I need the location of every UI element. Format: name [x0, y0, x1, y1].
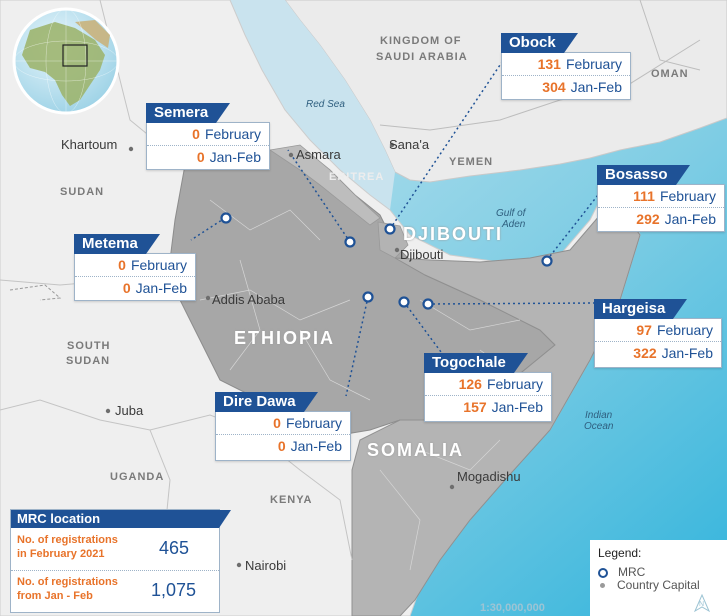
city-label-khartoum: Khartoum — [61, 137, 118, 152]
janfeb-count: 0 — [196, 149, 205, 165]
country-label-somalia: SOMALIA — [367, 440, 464, 460]
country-label-djibouti: DJIBOUTI — [403, 224, 504, 244]
feb-count: 0 — [273, 415, 281, 431]
feb-count: 111 — [633, 188, 655, 204]
city-label-djibouti: Djibouti — [400, 247, 444, 262]
city-label-mogadishu: Mogadishu — [457, 469, 521, 484]
janfeb-count: 292 — [636, 211, 660, 227]
summary-box: MRC location No. of registrations in Feb… — [10, 509, 231, 613]
water-label-red-sea: Red Sea — [306, 99, 345, 110]
feb-count: 126 — [458, 376, 482, 392]
callout-title: Dire Dawa — [215, 392, 318, 412]
mrc-marker-dire-dawa — [362, 291, 374, 303]
water-label-gulf-aden-1: Gulf of — [496, 208, 526, 219]
janfeb-count: 157 — [463, 399, 487, 415]
mrc-symbol-icon — [598, 567, 608, 578]
water-label-indian-ocean-1: Indian — [585, 410, 613, 421]
callout-title: Obock — [501, 33, 578, 53]
feb-count: 0 — [192, 126, 200, 142]
callout-title: Hargeisa — [594, 299, 688, 319]
city-label-asmara: Asmara — [296, 147, 341, 162]
callout-title: Togochale — [424, 353, 528, 373]
mrc-marker-hargeisa — [422, 298, 434, 310]
country-label-eritrea: ERITREA — [329, 171, 385, 183]
red-sea — [230, 0, 395, 210]
summary-janfeb-label-1: No. of registrations — [17, 576, 118, 588]
legend-title: Legend: — [598, 546, 642, 560]
country-label-uganda: UGANDA — [110, 471, 165, 483]
country-label-kenya: KENYA — [270, 494, 313, 506]
dashed-border — [9, 284, 62, 301]
mrc-marker-metema — [220, 212, 232, 224]
inset-globe — [12, 7, 120, 115]
janfeb-count: 322 — [633, 345, 657, 361]
country-label-saudi-2: SAUDI ARABIA — [376, 51, 468, 63]
capital-dots — [105, 142, 455, 568]
summary-janfeb-value: 1,075 — [151, 580, 197, 600]
summary-feb-value: 465 — [159, 538, 190, 558]
legend: Legend: MRC Country Capital — [590, 540, 727, 616]
capital-symbol-icon — [600, 583, 605, 589]
callout-title: Semera — [146, 103, 231, 123]
city-label-addis-ababa: Addis Ababa — [212, 292, 286, 307]
janfeb-count: 304 — [542, 79, 566, 95]
summary-feb-label-1: No. of registrations — [17, 534, 118, 546]
feb-count: 0 — [118, 257, 126, 273]
callout-title: Metema — [74, 234, 160, 254]
water-label-indian-ocean-2: Ocean — [584, 421, 614, 432]
janfeb-count: 0 — [122, 280, 131, 296]
water-label-gulf-aden-2: Aden — [502, 219, 526, 230]
janfeb-count: 0 — [277, 438, 286, 454]
callout-title: Bosasso — [597, 165, 689, 185]
country-label-saudi-1: KINGDOM OF — [380, 35, 462, 47]
feb-count: 97 — [636, 322, 652, 338]
inset-extent-box — [62, 44, 88, 67]
country-label-yemen: YEMEN — [449, 156, 494, 168]
mrc-marker-bosasso — [541, 255, 553, 267]
scale-label: 1:30,000,000 — [480, 602, 545, 614]
country-label-south-sudan-2: SUDAN — [66, 355, 111, 367]
summary-row-janfeb: No. of registrations from Jan - Feb 1,07… — [11, 572, 219, 612]
city-label-sanaa: Sana'a — [389, 137, 430, 152]
north-label: N — [699, 601, 704, 608]
summary-janfeb-label-2: from Jan - Feb — [17, 590, 93, 602]
connector-lines — [190, 61, 599, 397]
country-label-south-sudan-1: SOUTH — [67, 340, 111, 352]
arabia-borders — [379, 0, 701, 131]
summary-row-february: No. of registrations in February 2021 46… — [11, 530, 219, 571]
mrc-marker-semera — [344, 236, 356, 248]
legend-item-capital: Country Capital — [598, 579, 727, 592]
city-label-nairobi: Nairobi — [245, 558, 287, 573]
north-arrow-icon: N — [694, 594, 710, 612]
country-label-sudan: SUDAN — [60, 186, 105, 198]
mrc-markers — [220, 212, 553, 310]
city-label-juba: Juba — [115, 403, 144, 418]
country-label-oman: OMAN — [651, 68, 689, 80]
mrc-marker-obock — [384, 223, 396, 235]
eritrea-land — [268, 144, 381, 226]
summary-feb-label-2: in February 2021 — [17, 548, 105, 560]
summary-title: MRC location — [11, 510, 231, 528]
legend-item-mrc: MRC — [598, 566, 727, 579]
country-label-ethiopia: ETHIOPIA — [234, 328, 336, 348]
feb-count: 131 — [537, 56, 561, 72]
mrc-marker-togochale — [398, 296, 410, 308]
